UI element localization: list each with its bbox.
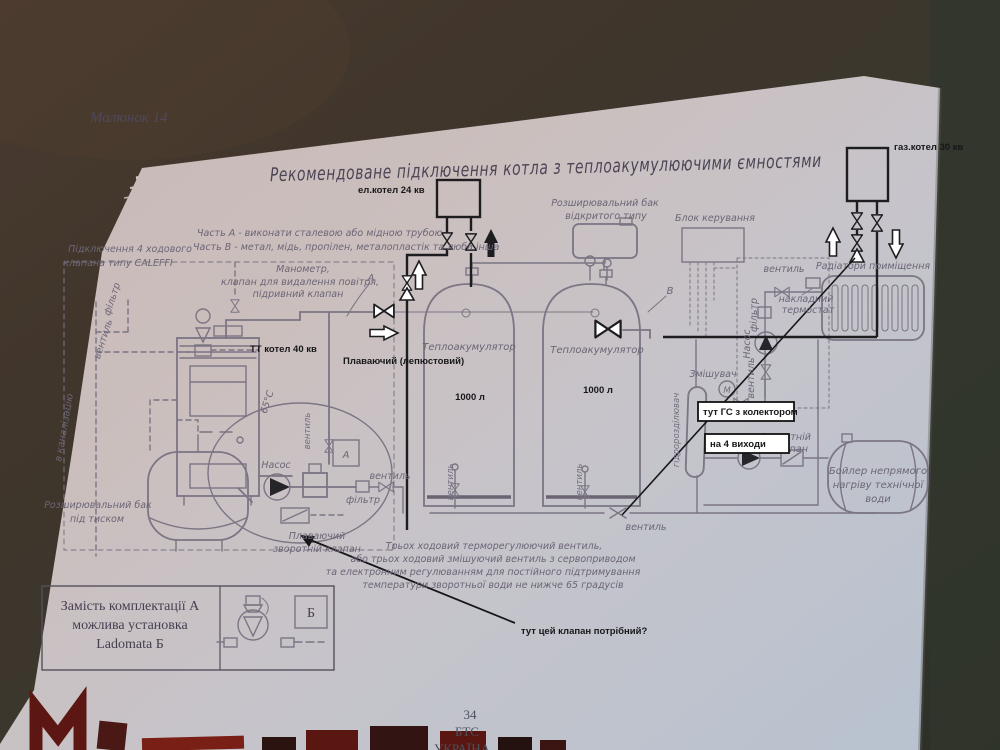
valve-label-manifold: вентиль — [625, 522, 666, 533]
legend-line-1: Замість комплектації А — [61, 599, 200, 614]
table-highlight — [0, 0, 350, 160]
thermostat-label-1: накладний — [779, 294, 834, 305]
check-valve-label-2: клапан — [772, 444, 808, 455]
bottom-manifold — [429, 475, 877, 519]
note-part-a: Часть А - виконати сталевою або мідною т… — [197, 228, 442, 239]
dhw-boiler-label-1: Бойлер непрямого — [829, 466, 927, 477]
tank2-label: Теплоакумулятор — [550, 345, 644, 356]
tt-boiler-drawing — [149, 311, 375, 506]
paper-edge-shadow — [918, 87, 942, 750]
question-arrow-line — [307, 538, 516, 624]
note-part-b: Часть В - метал, мідь, пропілен, металоп… — [193, 242, 499, 253]
gas-boiler-box — [845, 146, 890, 203]
letter-b-leader — [647, 295, 667, 313]
room-radiator — [703, 275, 925, 506]
letter-a-leader — [346, 282, 371, 317]
dhw-boiler-label-2: нагріву технічної — [833, 479, 925, 491]
gs-annotation-box — [697, 401, 795, 422]
valve-b-pipe — [622, 329, 651, 339]
float-check-label-2: зворотній клапан — [273, 544, 361, 555]
pressure-tank-label-1: Розширювальний бак — [44, 500, 152, 511]
annotation-diagonal-line — [621, 257, 856, 516]
ladomata-legend-box — [41, 585, 335, 671]
paper-sheet — [0, 76, 940, 750]
tank2-volume: 1000 л — [583, 385, 613, 396]
open-tank-label-1: Розширювальний бак — [551, 198, 659, 209]
gas-boiler-label: газ.котел 30 кв — [894, 142, 963, 153]
pump-label-radloop: Насос — [742, 329, 753, 359]
kit-a-ellipse — [207, 311, 404, 544]
three-way-note-1: Трьох ходовий терморегулюючий вентиль, — [386, 541, 603, 552]
four-outputs-annotation-box — [704, 433, 790, 454]
kit-a-letter: А — [342, 450, 350, 461]
diagram-black-ink — [300, 146, 904, 624]
caleffi-dashed-box — [63, 261, 395, 551]
legend-line-3: Ladomata Б — [96, 637, 164, 652]
control-unit-label: Блок керування — [675, 213, 755, 224]
gs-annotation-text: тут ГС з колектором — [703, 407, 798, 418]
caleffi-valve-assembly — [95, 261, 259, 557]
float-check-label-1: Плаваючий — [289, 531, 345, 542]
valve-label-kit-a: вентиль — [369, 471, 410, 482]
tank1-volume: 1000 л — [455, 392, 485, 403]
question-annotation-text: тут цей клапан потрібний? — [521, 626, 647, 637]
hydraulic-separator — [684, 386, 708, 478]
question-arrow-head — [300, 535, 315, 547]
control-unit-box — [681, 227, 745, 337]
tank1-label: Теплоакумулятор — [422, 342, 516, 353]
footer-line-2: УКРАЇНА — [434, 741, 491, 750]
legend-b-letter: Б — [307, 606, 315, 621]
cover-letters-fragments — [29, 686, 566, 750]
dhw-boiler-label-3: води — [865, 494, 891, 505]
tt-boiler-label: ТТ котел 40 кв — [250, 344, 317, 355]
note-manometer-3: підривний клапан — [253, 289, 344, 300]
part-a-pointer-letter: А — [367, 273, 375, 284]
heat-tank-1 — [423, 267, 515, 509]
valve-label-radloop: вентиль — [763, 264, 804, 275]
valve-label-tank1: вентиль — [446, 464, 456, 501]
note-manometer-2: клапан для видалення повітря, — [221, 277, 379, 288]
separator-label: гідророзділювач — [672, 393, 682, 467]
radiators-label: Радіатори приміщення — [816, 261, 931, 272]
electric-boiler-label: ел.котел 24 кв — [358, 185, 425, 196]
filter-label-kit-a: фільтр — [346, 495, 380, 506]
four-outputs-annotation-text: на 4 виходи — [710, 439, 766, 450]
page-number: 34 — [464, 707, 478, 722]
dhw-loop — [703, 433, 929, 514]
valve-label-tank2: вентиль — [575, 464, 585, 501]
valve-label-riser: вентиль — [303, 413, 313, 450]
thermostat-label-2: термостат — [782, 305, 835, 316]
heat-tank-2 — [542, 255, 641, 509]
float-valve-label: Плаваючий (лепюстовий) — [343, 356, 464, 367]
pump-label-kit-a: Насос — [261, 460, 291, 471]
note-manometer-1: Манометр, — [276, 264, 330, 275]
annotation-boxes: тут ГС з колектором на 4 виходи тут цей … — [521, 401, 798, 637]
filter-label-radloop: фільтр — [749, 298, 760, 332]
note-caleffi-2: клапана типу CALEFFI — [63, 258, 173, 269]
tank1-port — [461, 308, 471, 318]
note-caleffi-1: Підключення 4 ходового — [68, 244, 192, 255]
three-way-note-2: або трьох ходовий змішуючий вентиль з се… — [350, 554, 635, 565]
part-b-pointer-letter: В — [667, 286, 674, 297]
mixer-label: Змішувач — [689, 369, 737, 380]
valve-label-radloop-2: вентиль — [746, 357, 757, 398]
text-layer: Малюнок 14 Рекомендоване підключення кот… — [44, 110, 963, 750]
mixer-motor-letter: М — [723, 386, 731, 396]
three-way-note-3: та електронним регулюванням для постійно… — [326, 567, 641, 578]
table-right-edge — [930, 0, 1000, 750]
three-way-note-4: температури зворотньої води не нижче 65 … — [362, 580, 624, 591]
figure-caption: Малюнок 14 — [89, 110, 168, 126]
tank2-port — [590, 308, 600, 318]
open-tank-label-2: відкритого типу — [565, 211, 647, 222]
electric-boiler-box — [435, 178, 482, 219]
legend-line-2: можлива установка — [72, 618, 188, 633]
footer-line-1: БТС — [455, 724, 479, 739]
pressure-tank-label-2: під тиском — [70, 514, 124, 525]
